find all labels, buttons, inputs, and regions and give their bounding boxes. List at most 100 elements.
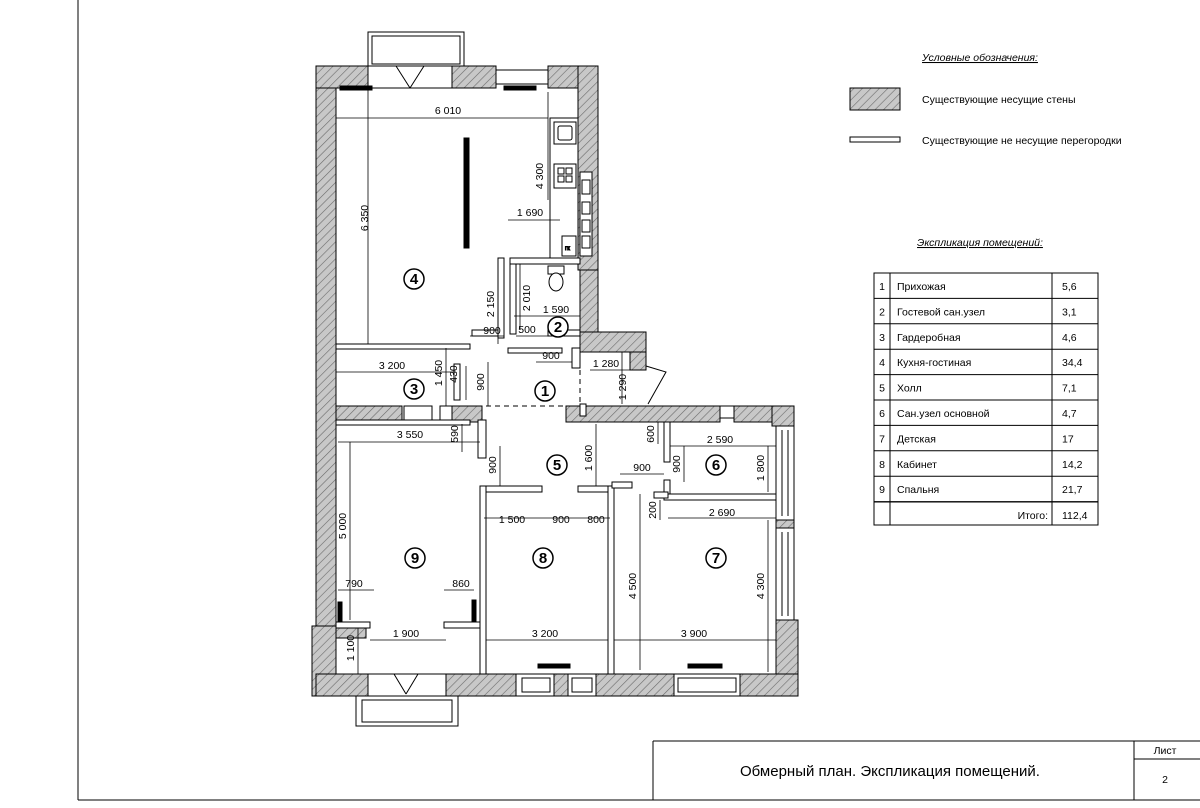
- boiler-label: гк: [565, 246, 570, 252]
- dim-430: 430: [448, 365, 460, 383]
- dim-1280: 1 280: [593, 358, 619, 370]
- dim-590: 590: [449, 425, 461, 443]
- dimension-labels: 6 010 6 350 4 300 1 690 2 150 2 010 1 59…: [337, 105, 767, 661]
- explication-room-area: 14,2: [1062, 459, 1083, 471]
- explication-room-no: 9: [879, 484, 885, 496]
- dim-200: 200: [647, 501, 659, 519]
- room-number-4: 4: [410, 271, 419, 288]
- dim-6350: 6 350: [359, 205, 371, 231]
- explication-room-name: Сан.узел основной: [897, 408, 990, 420]
- sheet-label: Лист: [1154, 745, 1177, 757]
- room-number-1: 1: [541, 383, 549, 400]
- explication-room-no: 1: [879, 281, 885, 293]
- explication-room-name: Кухня-гостиная: [897, 357, 971, 369]
- explication-room-area: 4,7: [1062, 408, 1077, 420]
- dim-1450: 1 450: [433, 360, 445, 386]
- explication-room-area: 4,6: [1062, 332, 1077, 344]
- explication-room-name: Гардеробная: [897, 332, 961, 344]
- room-number-5: 5: [553, 457, 561, 474]
- explication-rows: 1 Прихожая 5,6 2 Гостевой сан.узел 3,1 3 Гардер…: [874, 281, 1098, 503]
- explication-room-name: Детская: [897, 433, 936, 445]
- dimension-lines: [336, 90, 776, 674]
- dim-4500: 4 500: [627, 573, 639, 599]
- drawing-title: Обмерный план. Экспликация помещений.: [740, 763, 1040, 780]
- dim-600: 600: [645, 425, 657, 443]
- dim-6010: 6 010: [435, 105, 461, 117]
- windows-and-balconies: [337, 31, 795, 727]
- explication-room-name: Спальня: [897, 484, 939, 496]
- room-number-3: 3: [410, 381, 418, 398]
- explication-room-no: 8: [879, 459, 885, 471]
- room-number-2: 2: [554, 319, 562, 336]
- dim-3200-wardrobe: 3 200: [379, 360, 405, 372]
- legend-swatch-partition: [849, 136, 901, 143]
- dim-4300-kitchen: 4 300: [534, 163, 546, 189]
- explication-room-area: 7,1: [1062, 383, 1077, 395]
- dim-860: 860: [452, 578, 470, 590]
- explication-room-area: 5,6: [1062, 281, 1077, 293]
- explication-room-name: Гостевой сан.узел: [897, 306, 985, 318]
- dim-2690: 2 690: [709, 507, 735, 519]
- dim-900-wc: 900: [542, 350, 560, 362]
- room-number-6: 6: [712, 457, 720, 474]
- dim-2010: 2 010: [521, 285, 533, 311]
- room-number-7: 7: [712, 550, 720, 567]
- dim-1290: 1 290: [617, 374, 629, 400]
- explication-room-name: Холл: [897, 383, 922, 395]
- sheet-number: 2: [1162, 774, 1168, 786]
- explication-title: Экспликация помещений:: [917, 237, 1043, 249]
- explication: Экспликация помещений: 1 Прихожая 5,6 2 Гост…: [873, 237, 1099, 526]
- dim-1800: 1 800: [755, 455, 767, 481]
- dim-2590: 2 590: [707, 434, 733, 446]
- dim-1500: 1 500: [499, 514, 525, 526]
- explication-room-area: 34,4: [1062, 357, 1083, 369]
- explication-room-area: 3,1: [1062, 306, 1077, 318]
- explication-room-no: 3: [879, 332, 885, 344]
- explication-room-no: 4: [879, 357, 885, 369]
- dim-3200-office: 3 200: [532, 628, 558, 640]
- room-numbers: 1 2 3 4 5 6 7 8 9: [410, 271, 720, 567]
- dim-900-top: 900: [483, 325, 501, 337]
- kitchen-fixtures: гк: [403, 117, 735, 421]
- dim-790: 790: [345, 578, 363, 590]
- dim-500: 500: [518, 324, 536, 336]
- dim-900-bath: 900: [671, 455, 683, 473]
- explication-room-name: Кабинет: [897, 459, 937, 471]
- dim-3550: 3 550: [397, 429, 423, 441]
- room-markers: [403, 268, 727, 569]
- dim-1590: 1 590: [543, 304, 569, 316]
- dim-900-office: 900: [552, 514, 570, 526]
- legend-swatch-load-bearing: [849, 87, 901, 111]
- explication-room-name: Прихожая: [897, 281, 946, 293]
- legend-label-load-bearing: Существующие несущие стены: [922, 94, 1076, 106]
- room-number-8: 8: [539, 550, 547, 567]
- dim-900-entry: 900: [475, 373, 487, 391]
- title-block: [652, 740, 1200, 800]
- sheet-frame: [77, 0, 1200, 801]
- explication-room-no: 6: [879, 408, 885, 420]
- dim-1690: 1 690: [517, 207, 543, 219]
- partitions: [335, 257, 777, 675]
- legend-label-partition: Существующие не несущие перегородки: [922, 135, 1122, 147]
- explication-room-no: 2: [879, 306, 885, 318]
- explication-room-area: 17: [1062, 433, 1074, 445]
- dim-900-hall: 900: [487, 456, 499, 474]
- door-openings: [486, 352, 581, 407]
- dim-1600: 1 600: [583, 445, 595, 471]
- explication-total-label: Итого:: [1018, 510, 1048, 522]
- room-number-9: 9: [411, 550, 419, 567]
- explication-total-value: 112,4: [1062, 510, 1088, 522]
- legend-title: Условные обозначения:: [921, 52, 1038, 64]
- dim-900-bath-door: 900: [633, 462, 651, 474]
- explication-room-area: 21,7: [1062, 484, 1083, 496]
- dim-4300-child: 4 300: [755, 573, 767, 599]
- dim-5000: 5 000: [337, 513, 349, 539]
- dim-3900: 3 900: [681, 628, 707, 640]
- dim-2150: 2 150: [485, 291, 497, 317]
- dim-800: 800: [587, 514, 605, 526]
- dim-1100: 1 100: [345, 635, 357, 661]
- explication-room-no: 5: [879, 383, 885, 395]
- floor-plan: гк: [311, 31, 799, 727]
- legend: Условные обозначения: Существующие несущ…: [849, 52, 1122, 147]
